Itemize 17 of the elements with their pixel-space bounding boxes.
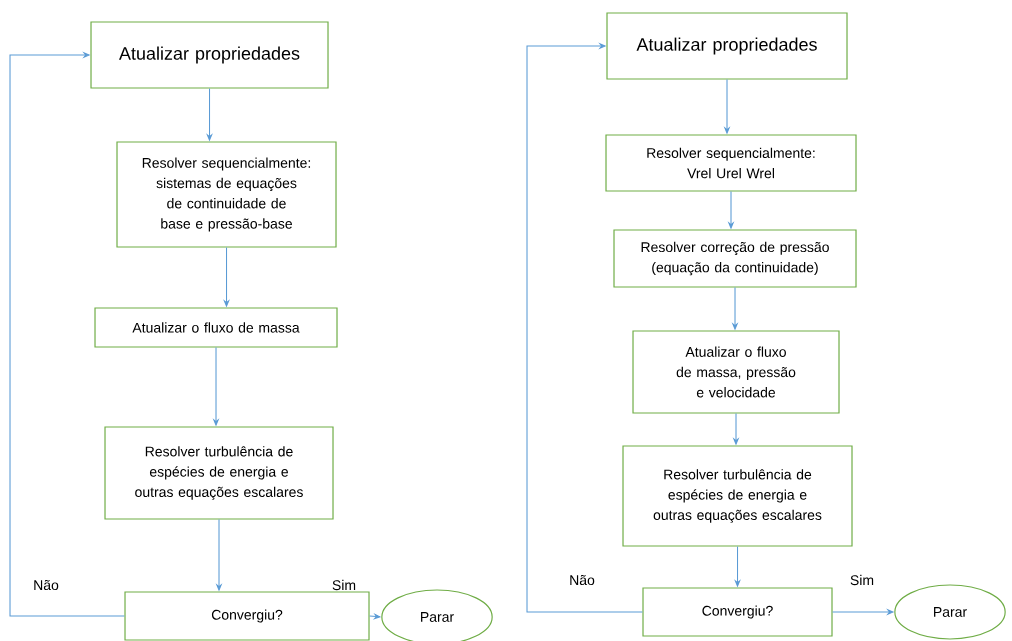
process-box: Resolver correção de pressão (equação da continuidade)	[613, 229, 857, 288]
process-box: Resolver sequencialmente: Vrel Urel Wrel	[605, 134, 857, 192]
edge-label: Sim	[332, 579, 356, 591]
loop-arrow	[526, 42, 643, 613]
process-box: Resolver sequencialmente: sistemas de equações de continuidade de base e pressão-base	[116, 141, 337, 248]
process-box: Atualizar propriedades	[606, 12, 848, 80]
edge-label: Não	[34, 579, 59, 591]
process-box: Atualizar o fluxo de massa	[94, 307, 338, 348]
process-box: Resolver turbulência de espécies de energia e outras equações escalares	[622, 445, 853, 547]
decision-box: Convergiu?	[642, 587, 833, 637]
loop-arrow	[9, 51, 125, 617]
process-box: Atualizar o fluxo de massa, pressão e velocidade	[632, 330, 840, 414]
process-box: Atualizar propriedades	[90, 21, 329, 89]
edge-label: Sim	[850, 574, 874, 586]
decision-box: Convergiu?	[124, 591, 370, 641]
edge-label: Não	[570, 574, 595, 586]
process-box: Resolver turbulência de espécies de energia e outras equações escalares	[104, 426, 334, 520]
